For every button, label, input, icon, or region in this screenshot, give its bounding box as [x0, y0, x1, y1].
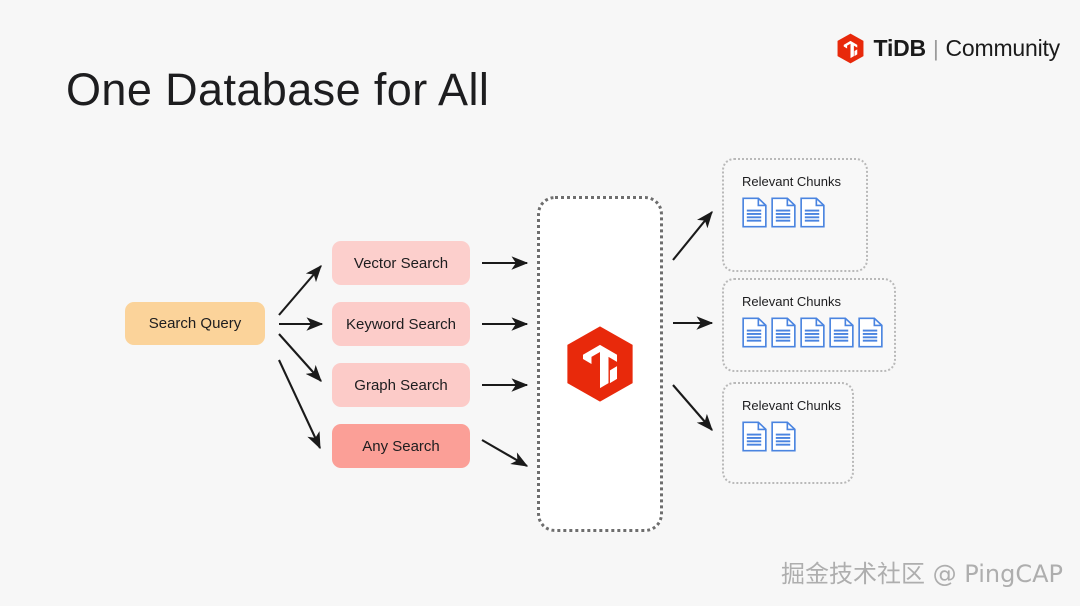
document-icon-row: [742, 421, 852, 452]
document-icon: [800, 317, 825, 348]
tidb-database-container[interactable]: [537, 196, 663, 532]
node-keyword-search-label: Keyword Search: [345, 315, 457, 333]
node-graph-search[interactable]: Graph Search: [332, 363, 470, 407]
node-any-search-label: Any Search: [362, 437, 440, 455]
document-icon: [858, 317, 883, 348]
arrow-query-to-graph: [278, 333, 322, 382]
document-icon: [771, 317, 796, 348]
document-icon-row: [742, 317, 894, 348]
result-card-title: Relevant Chunks: [742, 398, 841, 413]
result-card-title: Relevant Chunks: [742, 174, 841, 189]
result-card-relevant-chunks-2[interactable]: Relevant Chunks: [722, 278, 896, 372]
document-icon: [771, 421, 796, 452]
arrow-query-to-vector: [278, 265, 322, 316]
node-vector-search[interactable]: Vector Search: [332, 241, 470, 285]
node-any-search[interactable]: Any Search: [332, 424, 470, 468]
brand-divider: |: [932, 35, 939, 61]
brand-name: TiDB: [873, 35, 927, 61]
document-icon: [742, 421, 767, 452]
page-title: One Database for All: [66, 64, 490, 115]
node-search-query[interactable]: Search Query: [125, 302, 265, 345]
brand-lockup: TiDB | Community: [836, 33, 1060, 64]
result-card-relevant-chunks-3[interactable]: Relevant Chunks: [722, 382, 854, 484]
arrow-tidb-to-chunks-1: [672, 211, 713, 261]
arrow-query-to-any: [278, 359, 321, 450]
brand-text: TiDB | Community: [873, 35, 1061, 62]
document-icon: [742, 197, 767, 228]
node-search-query-label: Search Query: [148, 315, 242, 332]
result-card-title: Relevant Chunks: [742, 294, 841, 309]
document-icon: [829, 317, 854, 348]
document-icon: [742, 317, 767, 348]
node-keyword-search[interactable]: Keyword Search: [332, 302, 470, 346]
arrow-tidb-to-chunks-3: [672, 384, 713, 431]
watermark-text: 掘金技术社区 @ PingCAP: [781, 560, 1063, 588]
result-card-relevant-chunks-1[interactable]: Relevant Chunks: [722, 158, 868, 272]
node-vector-search-label: Vector Search: [353, 254, 449, 272]
document-icon: [800, 197, 825, 228]
brand-subtitle: Community: [945, 35, 1060, 61]
tidb-hexagon-logo-icon: [837, 33, 863, 64]
document-icon: [771, 197, 796, 228]
document-icon-row: [742, 197, 866, 228]
tidb-hexagon-logo-icon: [567, 326, 633, 402]
arrow-any-to-tidb: [481, 439, 529, 467]
node-graph-search-label: Graph Search: [354, 376, 448, 394]
